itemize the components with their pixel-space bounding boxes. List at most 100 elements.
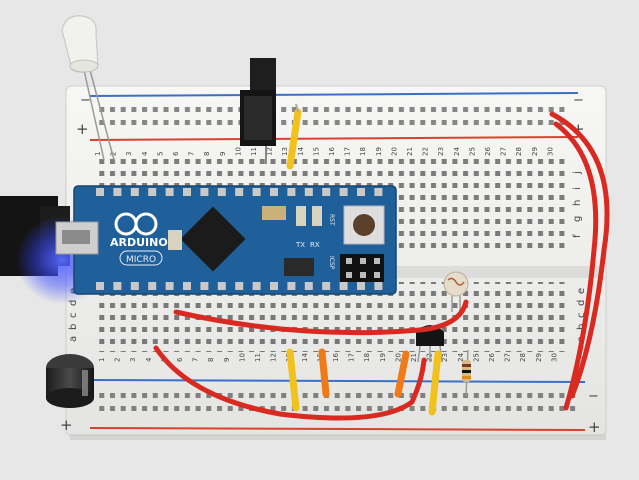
column-number-top: 10 xyxy=(234,147,242,156)
column-number-top: 29 xyxy=(531,147,539,156)
electrolytic-capacitor xyxy=(46,354,94,408)
rail-plus-bottom-left: + xyxy=(60,416,73,434)
row-letter: i xyxy=(572,187,583,190)
jumper-yellow-bottom-2 xyxy=(428,350,442,416)
column-number-top: 15 xyxy=(312,147,320,156)
arduino-logo-right xyxy=(134,212,158,236)
wire-red-right-2 xyxy=(553,121,599,411)
header-pin xyxy=(235,188,244,196)
rst-label: RST xyxy=(328,214,335,226)
column-number-bottom: 12 xyxy=(270,353,278,362)
rx-label: RX xyxy=(310,241,320,249)
column-number-bottom: 28 xyxy=(519,353,527,362)
column-number-bottom: 11 xyxy=(254,353,262,362)
header-pin xyxy=(113,282,122,290)
column-number-top: 20 xyxy=(390,147,398,156)
column-number-bottom: 17 xyxy=(348,353,356,362)
row-letter: e xyxy=(576,288,587,294)
header-pin xyxy=(270,282,278,290)
jumper-yellow-bottom-1 xyxy=(286,348,300,412)
column-number-top: 6 xyxy=(172,151,180,156)
column-number-bottom: 6 xyxy=(176,357,184,362)
header-pin xyxy=(200,282,209,290)
column-number-top: 3 xyxy=(125,152,133,156)
column-number-bottom: 1 xyxy=(98,358,106,362)
column-number-bottom: 2 xyxy=(114,358,122,362)
jumper-yellow-top xyxy=(286,103,302,170)
header-pin xyxy=(183,188,191,196)
column-number-bottom: 19 xyxy=(379,353,387,362)
column-number-bottom: 3 xyxy=(129,358,137,362)
header-pin xyxy=(130,282,139,290)
photoresistor xyxy=(443,271,469,312)
row-letter: h xyxy=(572,200,583,206)
rail-minus-bottom-right: − xyxy=(588,389,599,404)
column-number-bottom: 14 xyxy=(301,353,309,362)
header-pin xyxy=(339,282,348,290)
column-number-top: 26 xyxy=(484,147,492,156)
wire-red-long-1 xyxy=(173,299,469,336)
header-pin xyxy=(96,282,104,290)
column-number-top: 24 xyxy=(453,147,461,156)
column-number-bottom: 25 xyxy=(472,353,480,362)
header-pin xyxy=(357,282,365,290)
column-number-top: 17 xyxy=(344,147,352,156)
header-pin xyxy=(304,282,313,290)
header-pin xyxy=(235,282,244,290)
header-pin xyxy=(270,188,278,196)
header-pin xyxy=(252,282,261,290)
column-number-top: 28 xyxy=(515,147,523,156)
rail-minus-top-left: − xyxy=(80,93,91,108)
column-number-top: 12 xyxy=(266,147,274,156)
header-pin xyxy=(113,188,122,196)
header-pin xyxy=(252,188,261,196)
rail-plus-top-left: + xyxy=(76,120,89,138)
bottom-power-rail xyxy=(89,379,586,431)
column-number-top: 19 xyxy=(375,147,383,156)
header-pin xyxy=(200,188,209,196)
column-number-bottom: 9 xyxy=(223,358,231,362)
header-pin xyxy=(322,282,331,290)
column-number-top: 14 xyxy=(297,147,305,156)
column-number-top: 25 xyxy=(468,147,476,156)
column-number-bottom: 26 xyxy=(488,353,496,362)
arduino-model-label: MICRO xyxy=(126,255,156,265)
column-number-top: 23 xyxy=(437,147,445,156)
column-number-bottom: 24 xyxy=(457,353,465,362)
wire-red-right-1 xyxy=(549,111,610,399)
rail-plus-bottom-right: + xyxy=(588,418,601,436)
column-number-bottom: 30 xyxy=(550,353,558,362)
header-pin xyxy=(304,188,313,196)
header-pin xyxy=(339,188,348,196)
header-pin xyxy=(183,282,191,290)
header-pin xyxy=(165,188,174,196)
column-number-bottom: 7 xyxy=(192,358,200,362)
header-pin xyxy=(287,188,296,196)
arduino-brand-label: ARDUINO xyxy=(110,236,168,249)
header-pin xyxy=(130,188,139,196)
column-number-top: 11 xyxy=(250,147,258,156)
header-pin xyxy=(148,282,157,290)
jumper-orange-bottom-2 xyxy=(394,350,410,398)
column-number-top: 22 xyxy=(422,147,430,156)
column-number-top: 2 xyxy=(110,152,118,156)
column-number-top: 21 xyxy=(406,147,414,156)
column-number-top: 9 xyxy=(219,152,227,156)
row-letter: c xyxy=(576,313,587,319)
column-number-bottom: 20 xyxy=(394,353,402,362)
jumper-orange-bottom-1 xyxy=(318,348,330,398)
rail-minus-top-right: − xyxy=(573,93,584,108)
header-pin xyxy=(217,188,226,196)
header-pin xyxy=(148,188,157,196)
resistor xyxy=(462,349,471,397)
row-letter: d xyxy=(576,300,587,306)
column-number-top: 16 xyxy=(328,147,336,156)
microcontroller-chip xyxy=(180,206,246,272)
top-power-rail xyxy=(89,92,579,141)
header-pin xyxy=(217,282,226,290)
column-number-top: 7 xyxy=(188,152,196,156)
column-number-top: 1 xyxy=(94,152,102,156)
header-pin xyxy=(374,188,383,196)
